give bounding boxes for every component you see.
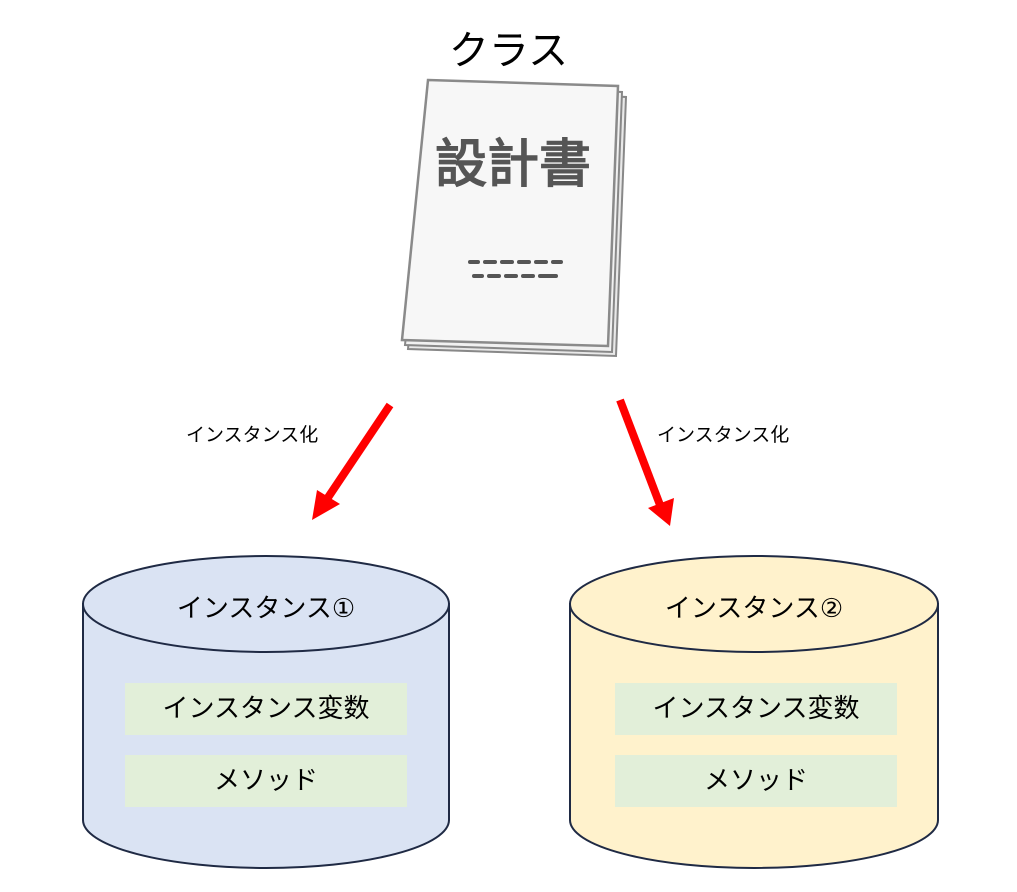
instantiation-arrow-right	[620, 400, 674, 526]
book-cover-text: 設計書	[435, 135, 591, 195]
instance-1-method-box: メソッド	[125, 755, 407, 807]
instance-2-title: インスタンス②	[570, 588, 938, 625]
instantiation-arrow-left	[312, 405, 390, 520]
instance-1-variable-box: インスタンス変数	[125, 683, 407, 735]
arrow-label-left: インスタンス化	[186, 420, 318, 447]
instance-2-variable-box: インスタンス変数	[615, 683, 897, 735]
design-document-icon: 設計書	[402, 80, 626, 356]
arrow-label-right: インスタンス化	[657, 420, 789, 447]
instance-2-method-box: メソッド	[615, 755, 897, 807]
instance-1-title: インスタンス①	[83, 588, 449, 625]
